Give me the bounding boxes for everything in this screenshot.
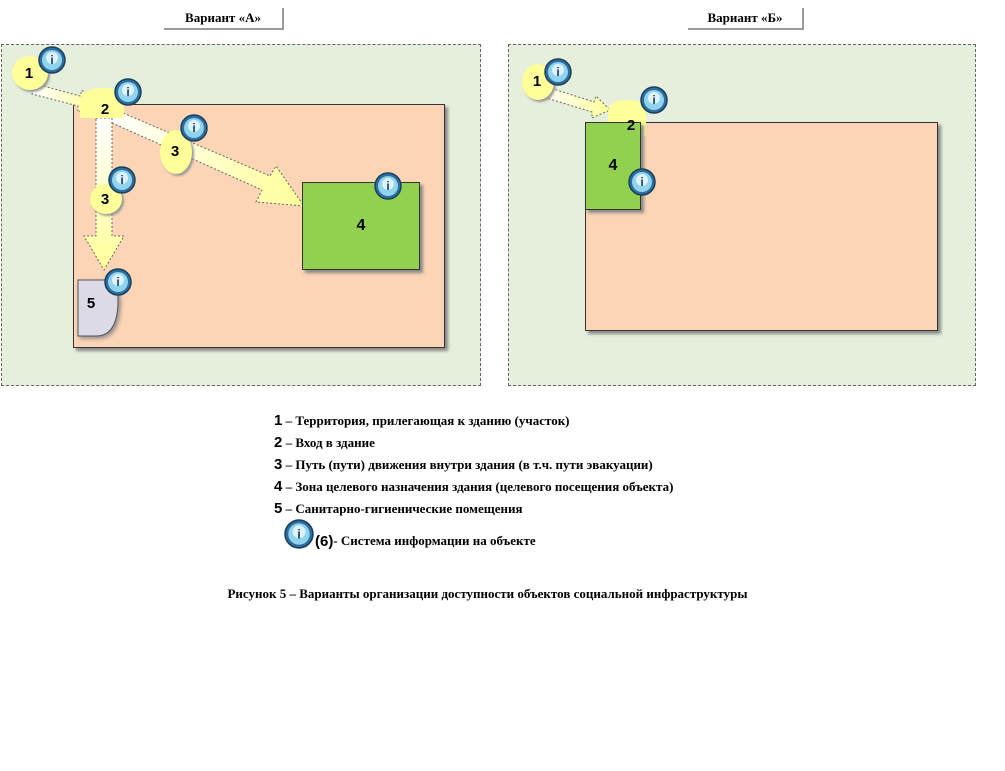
zone-4-a-label: 4 [356,217,366,234]
figure-caption: Рисунок 5 – Варианты организации доступн… [227,586,748,601]
svg-text:i: i [120,173,123,187]
info-i-icon: i [374,172,402,200]
legend-text: – Путь (пути) движения внутри здания (в … [282,457,653,472]
svg-text:i: i [556,65,559,79]
legend-item: 3 – Путь (пути) движения внутри здания (… [274,454,673,476]
legend-text: – Территория, прилегающая к зданию (учас… [282,413,570,428]
node-3-label-a-diag: 3 [170,142,180,160]
info-i-icon: i [628,168,656,196]
svg-text:i: i [386,179,389,193]
svg-text:i: i [297,526,301,541]
legend-number: 3 [274,456,283,473]
legend-info-item: i (6) - Система информации на объекте [284,518,536,550]
zone-4-b-label: 4 [608,157,618,174]
node-1-label-a: 1 [24,64,34,82]
svg-text:i: i [126,85,129,99]
arrow-2-to-4-a [109,109,306,207]
variant-b-building [585,122,938,331]
legend-text: – Санитарно-гигиенические помещения [282,501,523,516]
node-1-label-b: 1 [532,72,542,90]
legend-text: – Вход в здание [282,435,375,450]
info-i-icon: i [114,78,142,106]
svg-text:i: i [640,175,643,189]
node-3-label-a-vert: 3 [100,190,110,208]
info-i-icon: i [180,114,208,142]
legend-info-number: (6) [315,532,334,550]
legend-item: 5 – Санитарно-гигиенические помещения [274,498,673,520]
entrance-a [80,88,124,118]
variant-b-title: Вариант «Б» [688,8,804,30]
node-2-label-a: 2 [100,100,110,118]
info-i-icon: i [640,86,668,114]
svg-text:i: i [192,121,195,135]
info-i-icon: i [104,268,132,296]
zone-4-a: 4 [302,182,420,270]
legend-item: 2 – Вход в здание [274,432,673,454]
legend: 1 – Территория, прилегающая к зданию (уч… [274,410,673,520]
legend-item: 1 – Территория, прилегающая к зданию (уч… [274,410,673,432]
svg-text:i: i [116,275,119,289]
node-5-label-a: 5 [86,294,96,312]
legend-info-text: - Система информации на объекте [333,533,536,548]
legend-number: 4 [274,478,283,495]
zone-4-b: 4 [585,122,641,210]
legend-text: – Зона целевого назначения здания (целев… [282,479,674,494]
svg-text:i: i [652,93,655,107]
entrance-b [608,100,646,136]
info-i-icon: i [38,46,66,74]
svg-text:i: i [50,53,53,67]
node-2-label-b: 2 [626,116,636,134]
legend-number: 5 [274,500,283,517]
legend-number: 1 [274,412,283,429]
legend-item: 4 – Зона целевого назначения здания (цел… [274,476,673,498]
info-i-icon: i [284,519,314,549]
info-i-icon: i [108,166,136,194]
info-i-icon: i [544,58,572,86]
variant-a-title: Вариант «А» [164,8,284,30]
arrow-1-to-2-b [539,85,611,119]
legend-number: 2 [274,434,283,451]
